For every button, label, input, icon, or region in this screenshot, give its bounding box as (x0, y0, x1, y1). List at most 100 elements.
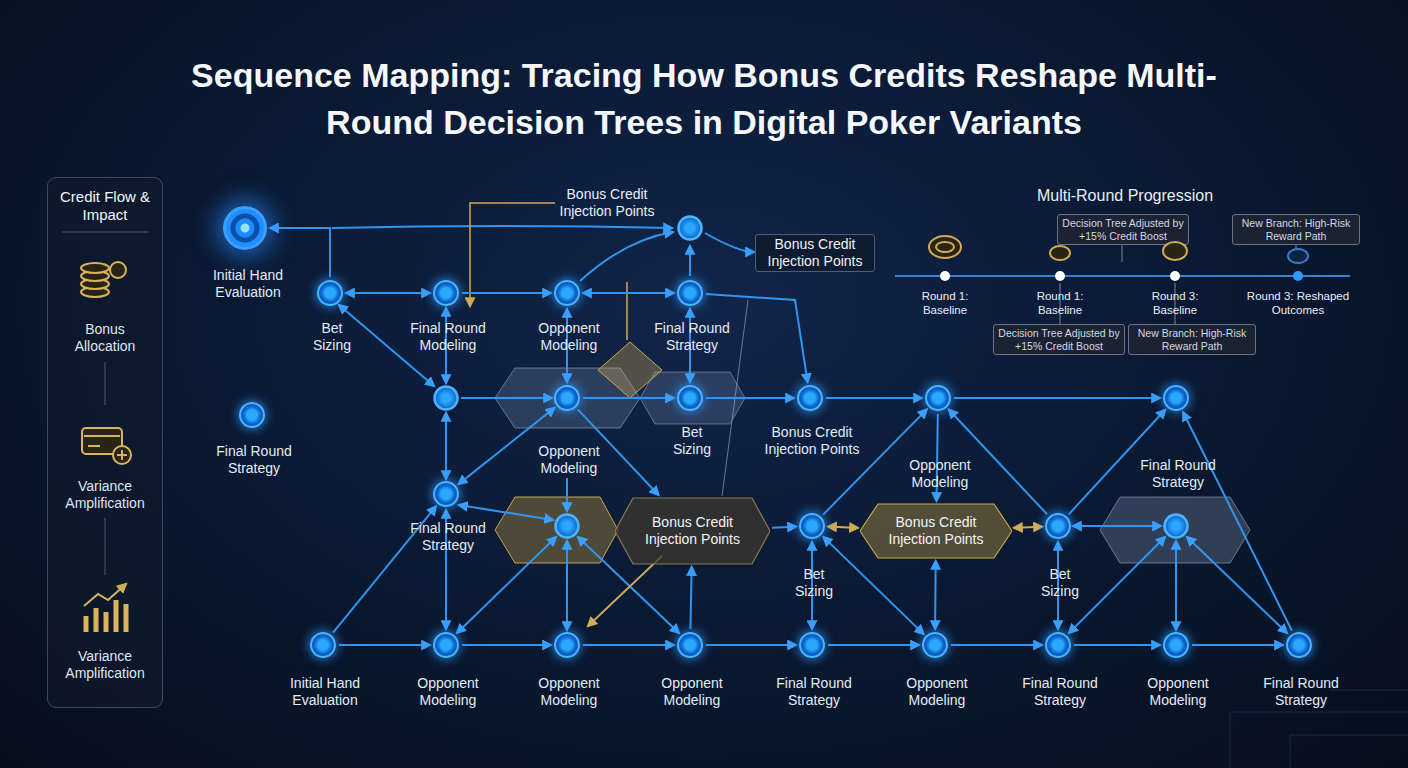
panel-divider (105, 518, 106, 575)
decision-node: Final Round Strategy (1045, 632, 1071, 658)
callout-leader (1060, 245, 1296, 325)
trend-arrow-icon (84, 584, 126, 606)
connector-arrow (583, 644, 674, 646)
connector-arrow (706, 294, 808, 382)
node-label-text: Opponent Modeling (519, 443, 619, 477)
node-label-text: Final Round Strategy (204, 443, 304, 477)
connector-arrow (339, 644, 430, 646)
plus-icon (113, 446, 131, 464)
node-label-text: Initial Hand Evaluation (270, 675, 380, 709)
connector-arrow (828, 644, 919, 646)
hexagon-band (495, 368, 640, 428)
node-label: Final Round Strategy (1128, 457, 1228, 491)
node-label: Final Round Modeling (398, 320, 498, 354)
connector-arrow (706, 397, 794, 399)
connector-arrow (583, 397, 674, 399)
decision-node: Bonus Credit Injection Points (797, 385, 823, 411)
coin-icon (81, 287, 109, 297)
callout-text: New Branch: High-Risk Reward Path (1132, 327, 1252, 352)
callout-text: Decision Tree Adjusted by +15% Credit Bo… (1061, 217, 1185, 242)
bar-chart-icon (86, 600, 126, 632)
callout-box: New Branch: High-Risk Reward Path (1128, 324, 1256, 355)
coin-icon (81, 279, 109, 289)
decision-node: Final Round Strategy (1286, 632, 1312, 658)
round-icon (1163, 242, 1187, 260)
node-label-text: Opponent Modeling (642, 675, 742, 709)
title-text: Sequence Mapping: Tracing How Bonus Cred… (164, 52, 1244, 146)
connector-arrow (934, 561, 937, 629)
connector-arrow (690, 567, 691, 629)
box-text: Bonus Credit Injection Points (760, 236, 870, 270)
node-label: Initial Hand Evaluation (270, 675, 380, 709)
node-label-text: Final Round Strategy (1251, 675, 1351, 709)
timeline-dot (1293, 271, 1303, 281)
gold-arrow (588, 556, 662, 626)
node-label: Opponent Modeling (519, 443, 619, 477)
connector-arrow (1074, 644, 1160, 646)
panel-heading: Credit Flow & Impact (54, 188, 156, 224)
node-label: Final Round Strategy (204, 443, 304, 477)
connector-arrow (1192, 644, 1283, 646)
node-label: Final Round Strategy (1010, 675, 1110, 709)
node-label-text: Bet Sizing (789, 566, 839, 600)
node-label-text: Final Round Strategy (398, 520, 498, 554)
panel-item-label: Variance Amplification (54, 478, 156, 512)
connector-arrow (1014, 527, 1042, 528)
decision-node: Final Round Strategy (1163, 385, 1189, 411)
decision-node: Bet Sizing (1045, 513, 1071, 539)
connector-arrow (826, 397, 922, 399)
hexagon-band (640, 372, 745, 424)
node-label-text: Final Round Modeling (398, 320, 498, 354)
node-label-text: Bet Sizing (1035, 566, 1085, 600)
round-icon (1050, 246, 1070, 260)
flow-line (580, 232, 673, 281)
card-icon-detail (84, 436, 127, 460)
node-label: Bet Sizing (307, 320, 357, 354)
node-label-text: Opponent Modeling (887, 675, 987, 709)
panel-item-label: Bonus Allocation (54, 321, 156, 355)
flow-line (445, 413, 447, 479)
panel-divider (105, 362, 106, 405)
decision-node: Opponent Modeling (554, 385, 580, 411)
connector-arrow (1183, 412, 1292, 630)
decision-node: Opponent Modeling (554, 280, 580, 306)
decision-node (556, 515, 579, 538)
node-label-text: Bet Sizing (667, 424, 717, 458)
connector-arrow (772, 527, 796, 528)
title-underline (270, 147, 1140, 149)
decision-node: Bet Sizing (317, 280, 343, 306)
decision-node: Opponent Modeling (922, 632, 948, 658)
hexagon-shape (860, 504, 1012, 558)
decision-node (1165, 515, 1188, 538)
callout-box: New Branch: High-Risk Reward Path (1232, 214, 1360, 245)
node-label-text: Opponent Modeling (519, 320, 619, 354)
side-panel: Credit Flow & ImpactBonus AllocationVari… (47, 177, 163, 708)
round-icon (1288, 249, 1308, 263)
node-label-text: Final Round Strategy (764, 675, 864, 709)
decision-node (679, 217, 702, 240)
connector-arrow (706, 644, 796, 646)
gold-leader (470, 203, 555, 306)
gold-leader (626, 282, 628, 340)
flow-line (689, 246, 691, 276)
flow-line (1187, 537, 1287, 633)
decision-node (435, 387, 458, 410)
decision-node: Opponent Modeling (433, 632, 459, 658)
hexagon-shape (615, 498, 770, 564)
connector-arrow (828, 527, 858, 528)
node-label: Opponent Modeling (1128, 675, 1228, 709)
annotation-label: Round 1: Baseline (1027, 289, 1093, 317)
decision-node: Bet Sizing (677, 385, 703, 411)
flow-line (1073, 525, 1161, 527)
flow-line (459, 505, 553, 520)
flow-line (566, 541, 568, 630)
annotation-label: Multi-Round Progression (1025, 186, 1225, 206)
connector-arrow (462, 644, 551, 646)
callout-box: Decision Tree Adjusted by +15% Credit Bo… (993, 324, 1125, 355)
node-label: Opponent Modeling (398, 675, 498, 709)
node-label-text: Final Round Strategy (1128, 457, 1228, 491)
node-label-text: Opponent Modeling (398, 675, 498, 709)
decision-node: Opponent Modeling (554, 632, 580, 658)
annotation-label: Round 1: Baseline (912, 289, 978, 317)
node-label-text: Opponent Modeling (1128, 675, 1228, 709)
